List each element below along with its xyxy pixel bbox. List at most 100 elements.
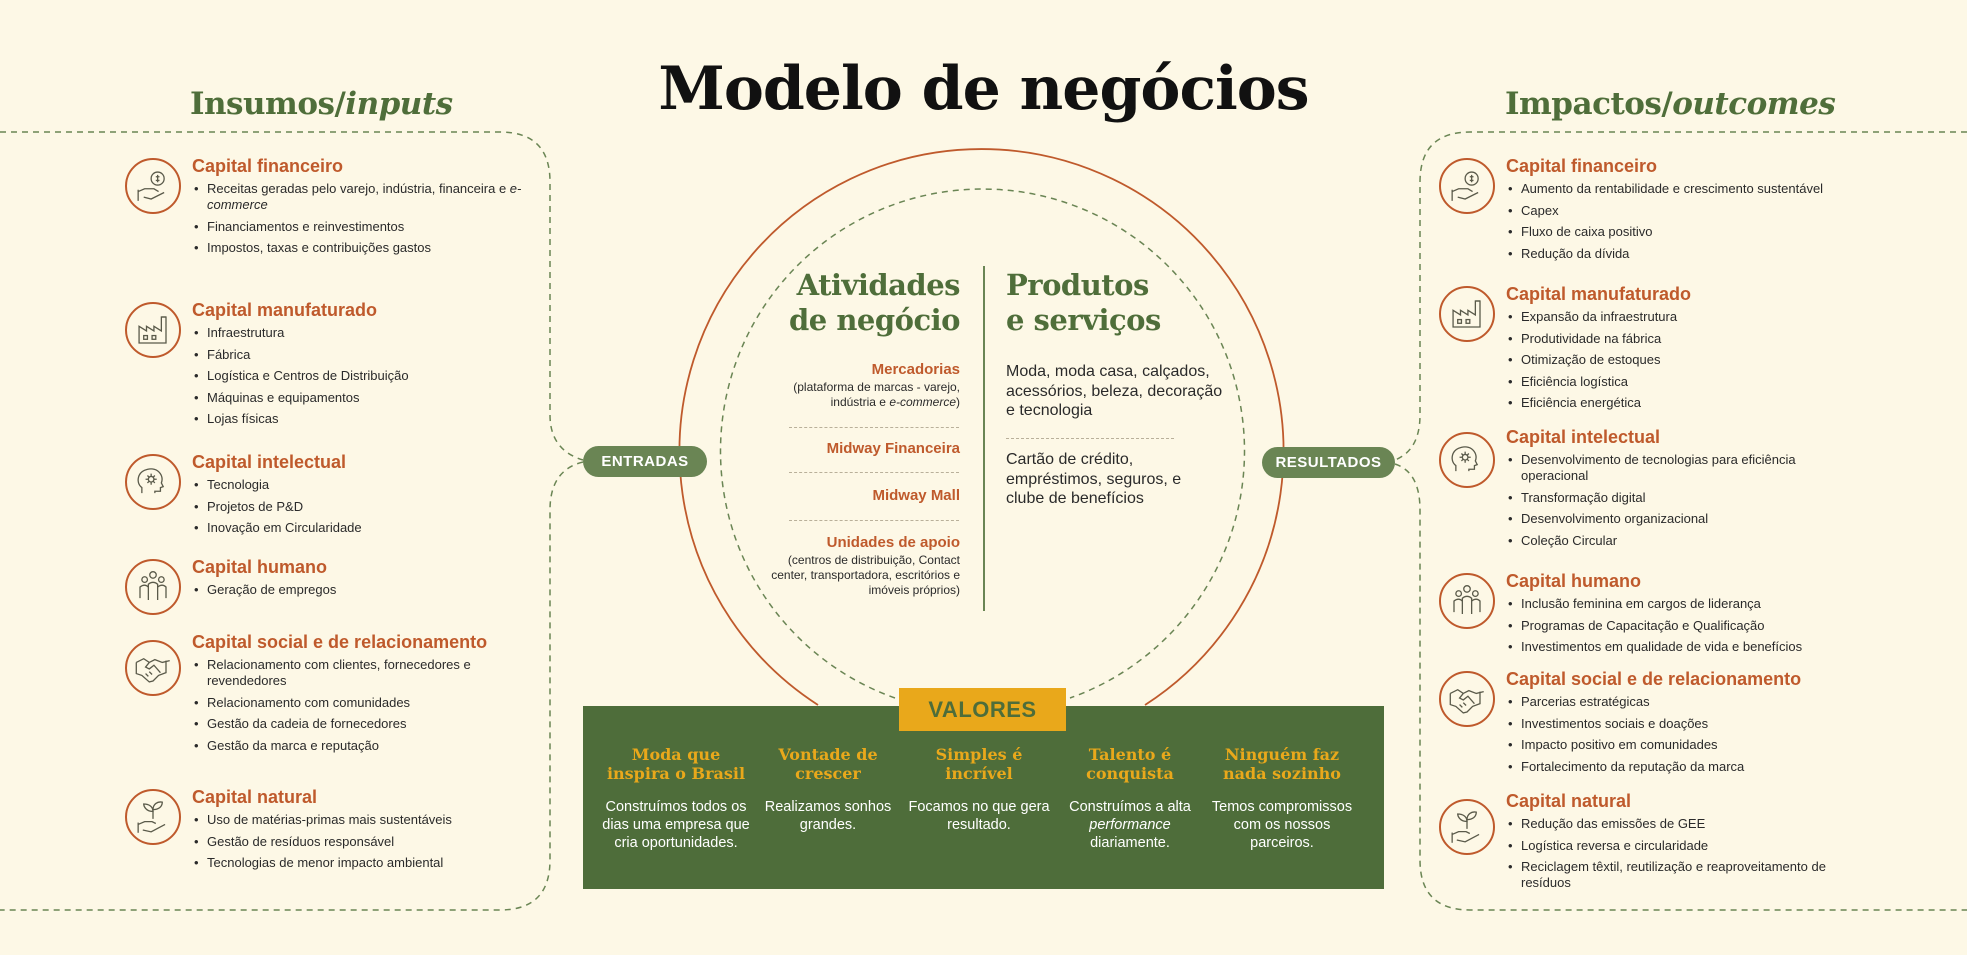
values-label: VALORES [899, 688, 1066, 731]
activity-desc: (plataforma de marcas - varejo, indústri… [793, 380, 960, 409]
capital-item: Produtividade na fábrica [1506, 331, 1851, 347]
people-group-icon [125, 559, 181, 615]
inputs-frame [0, 131, 584, 461]
capital-item: Inclusão feminina em cargos de liderança [1506, 596, 1851, 612]
money-hand-icon [125, 158, 181, 214]
outcomes-frame [1394, 131, 1967, 461]
capital-items: Aumento da rentabilidade e crescimento s… [1506, 181, 1851, 267]
brain-head-icon [1439, 432, 1495, 488]
value-desc: Construímos a alta performance diariamen… [1069, 799, 1191, 851]
capital-item: Receitas geradas pelo varejo, indústria,… [192, 181, 522, 213]
capital-item: Lojas físicas [192, 411, 522, 427]
activity-name: Midway Mall [872, 487, 960, 504]
capital-item: Capex [1506, 203, 1851, 219]
capital-item: Desenvolvimento de tecnologias para efic… [1506, 452, 1851, 484]
capital-items: Expansão da infraestruturaProdutividade … [1506, 309, 1851, 417]
capital-title: Capital intelectual [192, 452, 347, 472]
capital-items: Redução das emissões de GEELogística rev… [1506, 816, 1851, 897]
capital-title: Capital natural [192, 787, 318, 807]
capital-item: Relacionamento com clientes, fornecedore… [192, 657, 522, 689]
value-desc: Construímos todos os dias uma empresa qu… [602, 799, 750, 851]
capital-item: Aumento da rentabilidade e crescimento s… [1506, 181, 1851, 197]
capital-item: Máquinas e equipamentos [192, 390, 522, 406]
capital-item: Tecnologias de menor impacto ambiental [192, 855, 522, 871]
capital-item: Parcerias estratégicas [1506, 694, 1851, 710]
capital-title: Capital financeiro [192, 156, 344, 176]
capital-item: Eficiência logística [1506, 374, 1851, 390]
capital-item: Tecnologia [192, 477, 522, 493]
capital-item: Reciclagem têxtil, reutilização e reapro… [1506, 859, 1851, 891]
value-desc: Realizamos sonhos grandes. [764, 799, 892, 833]
capital-items: TecnologiaProjetos de P&D Inovação em Cir… [192, 477, 522, 542]
page-title: Modelo de negócios [658, 54, 1309, 124]
products-text: Moda, moda casa, calçados, acessórios, b… [1006, 363, 1223, 419]
outer-circle [678, 148, 1285, 706]
divider [789, 427, 959, 428]
activity-name: Unidades de apoio [826, 534, 960, 551]
capital-item: Redução das emissões de GEE [1506, 816, 1851, 832]
capital-item: Otimização de estoques [1506, 352, 1851, 368]
capital-item: Gestão da cadeia de fornecedores [192, 716, 522, 732]
services-text: Cartão de crédito, empréstimos, seguros,… [1006, 451, 1182, 507]
capital-item: Gestão da marca e reputação [192, 738, 522, 754]
capital-item: Infraestrutura [192, 325, 522, 341]
capital-item: Uso de matérias-primas mais sustentáveis [192, 812, 522, 828]
value-title: Ninguém faz nada sozinho [1223, 745, 1341, 783]
capital-title: Capital social e de relacionamento [192, 632, 488, 652]
value-title: Talento é conquista [1086, 745, 1174, 783]
capital-title: Capital manufaturado [192, 300, 378, 320]
divider [1006, 438, 1174, 439]
capital-item: Fluxo de caixa positivo [1506, 224, 1851, 240]
inputs-title: Insumos/inputs [190, 86, 453, 122]
capital-title: Capital social e de relacionamento [1506, 669, 1802, 689]
capital-title: Capital manufaturado [1506, 284, 1692, 304]
capital-item: Inovação em Circularidade [192, 520, 522, 536]
handshake-icon [125, 640, 181, 696]
inputs-frame-bottom [0, 461, 584, 911]
values-panel [583, 706, 1384, 889]
value-desc: Temos compromissos com os nossos parceir… [1211, 799, 1353, 851]
capital-items: InfraestruturaFábricaLogística e Centros… [192, 325, 522, 433]
capital-item: Impacto positivo em comunidades [1506, 737, 1851, 753]
capital-title: Capital humano [192, 557, 328, 577]
capital-item: Fortalecimento da reputação da marca [1506, 759, 1851, 775]
money-hand-icon [1439, 158, 1495, 214]
plant-hand-icon [125, 789, 181, 845]
capital-items: Uso de matérias-primas mais sustentáveis… [192, 812, 522, 877]
resultados-pill: RESULTADOS [1262, 447, 1395, 478]
inner-circle [719, 188, 1246, 699]
capital-item: Programas de Capacitação e Qualificação [1506, 618, 1851, 634]
capital-title: Capital natural [1506, 791, 1632, 811]
capital-items: Geração de empregos [192, 582, 522, 604]
divider [789, 472, 959, 473]
capital-items: Inclusão feminina em cargos de liderança… [1506, 596, 1851, 661]
activity-desc: (centros de distribuição, Contact center… [771, 553, 960, 597]
capital-items: Receitas geradas pelo varejo, indústria,… [192, 181, 522, 262]
activity-midway-mall: Midway Mall [872, 487, 960, 504]
capital-title: Capital financeiro [1506, 156, 1658, 176]
capital-title: Capital humano [1506, 571, 1642, 591]
capital-items: Desenvolvimento de tecnologias para efic… [1506, 452, 1851, 554]
value-title: Vontade de crescer [778, 745, 878, 783]
divider [789, 520, 959, 521]
activity-name: Mercadorias [871, 361, 960, 378]
capital-item: Investimentos sociais e doações [1506, 716, 1851, 732]
value-title: Simples é incrível [935, 745, 1023, 783]
activity-unidades-apoio: Unidades de apoio (centros de distribuiç… [765, 534, 960, 598]
capital-item: Expansão da infraestrutura [1506, 309, 1851, 325]
capital-item: Transformação digital [1506, 490, 1851, 506]
capital-item: Impostos, taxas e contribuições gastos [192, 240, 522, 256]
center-divider [983, 266, 985, 611]
capital-item: Projetos de P&D [192, 499, 522, 515]
capital-item: Investimentos em qualidade de vida e ben… [1506, 639, 1851, 655]
activity-mercadorias: Mercadorias (plataforma de marcas - vare… [760, 361, 960, 410]
capital-item: Gestão de resíduos responsável [192, 834, 522, 850]
